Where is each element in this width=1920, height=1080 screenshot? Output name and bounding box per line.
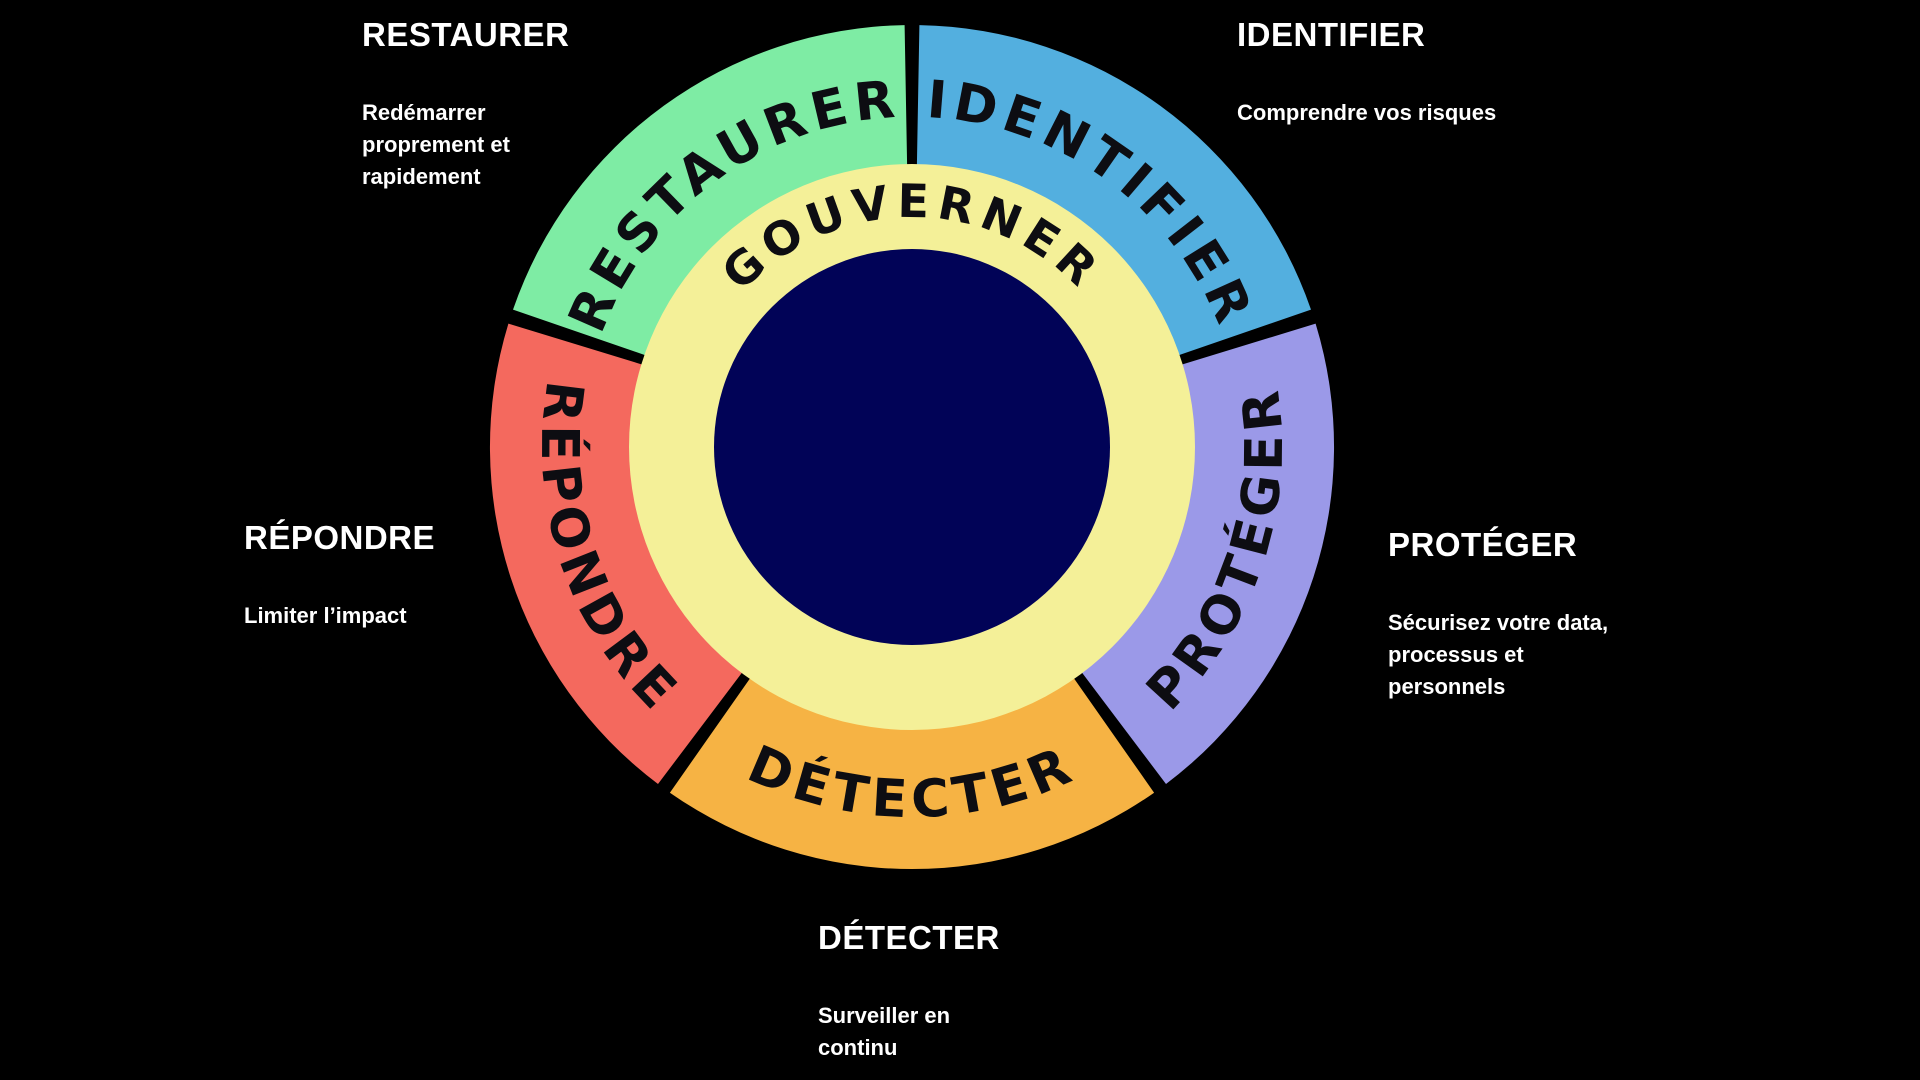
annotation-restaurer-description: Redémarrer proprement et rapidement	[362, 100, 510, 189]
annotation-identifier: IDENTIFIER Comprendre vos risques	[1237, 18, 1496, 129]
annotation-detecter: DÉTECTER Surveiller en continu	[818, 921, 1000, 1064]
wheel-segment-detecter	[669, 678, 1155, 870]
wheel-segment-repondre	[489, 323, 743, 784]
annotation-restaurer-title: RESTAURER	[362, 16, 570, 53]
annotation-identifier-title: IDENTIFIER	[1237, 16, 1426, 53]
annotation-proteger: PROTÉGER Sécurisez votre data, processus…	[1388, 528, 1608, 703]
annotation-repondre: RÉPONDRE Limiter l’impact	[244, 521, 435, 632]
wheel-segment-identifier	[916, 25, 1311, 356]
annotation-repondre-title: RÉPONDRE	[244, 519, 436, 556]
center-disc	[714, 249, 1110, 645]
wheel-segment-restaurer	[513, 25, 908, 356]
annotation-proteger-description: Sécurisez votre data, processus et perso…	[1388, 610, 1609, 699]
outer-segments	[489, 25, 1335, 870]
wheel-segment-proteger	[1081, 323, 1335, 784]
annotation-identifier-description: Comprendre vos risques	[1237, 100, 1497, 125]
annotation-detecter-title: DÉTECTER	[818, 919, 1000, 956]
annotation-repondre-description: Limiter l’impact	[244, 603, 407, 628]
annotation-detecter-description: Surveiller en continu	[818, 1003, 951, 1060]
annotation-restaurer: RESTAURER Redémarrer proprement et rapid…	[362, 18, 569, 193]
annotation-proteger-title: PROTÉGER	[1388, 526, 1578, 563]
